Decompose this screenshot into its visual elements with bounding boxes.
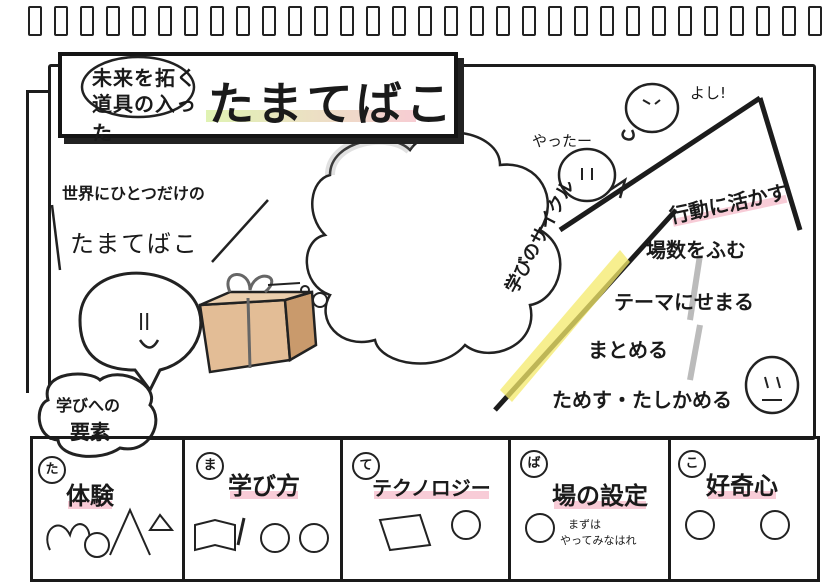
doodle-taiken [46,507,175,558]
speech-yoshi: よし! [690,84,727,102]
step-3: テーマにせまる [614,286,754,315]
category-label-5: 好奇心 [706,466,778,501]
title-sub: 未来を拓く 道具の入った [78,52,198,145]
doodle-technology [378,510,481,552]
ba-note-line1: まずは [568,518,601,531]
title-sub-line2: 道具の入った [92,92,197,145]
badge-cloud [37,372,158,458]
category-letter-5: こ [678,450,706,478]
badge-line1: 学びへの [56,396,121,415]
category-label-4: 場の設定 [552,476,648,511]
step-2: 場数をふむ [646,234,746,263]
step-5: ためす・たしかめる [552,388,732,412]
character-yoshi [621,82,680,141]
category-letter-3: て [352,452,380,480]
speech-bubble [78,271,203,393]
title-highlight [206,110,416,122]
svg-text:ll: ll [138,311,150,336]
category-taiken [30,436,185,579]
categories-frame [30,436,820,582]
treasure-box [198,273,318,374]
doodle-ba [525,513,555,543]
title-sub-line1: 未来を拓く [92,66,197,90]
page-title: たまてばこ [208,77,456,131]
stair-rail-upper [558,95,762,233]
caption-line2: たまてばこ [70,230,199,258]
category-letter-2: ま [196,452,224,480]
doodle-kokishin [685,510,790,540]
thought-bubble-small [312,292,328,308]
badge-line2: 要素 [70,420,110,444]
category-letter-1: た [38,456,66,484]
category-ba [508,436,671,579]
left-bracket [26,90,55,393]
category-label-1: 体験 [66,476,114,511]
category-manabikata [182,436,343,579]
category-technology [340,436,511,579]
category-label-2: 学び方 [228,466,300,501]
caption-line1: 世界にひとつだけの [62,184,205,203]
character-yatta [557,147,628,203]
character-bottom-right [744,355,800,415]
category-label-3: テクノロジー [372,472,491,501]
speech-yatta: やったー [532,132,593,150]
ba-note-line2: やってみなはれ [560,534,637,547]
doodle-manabikata [194,517,329,553]
category-letter-4: ば [520,450,548,478]
step-4: まとめる [588,338,668,362]
binder-strip [28,6,824,36]
